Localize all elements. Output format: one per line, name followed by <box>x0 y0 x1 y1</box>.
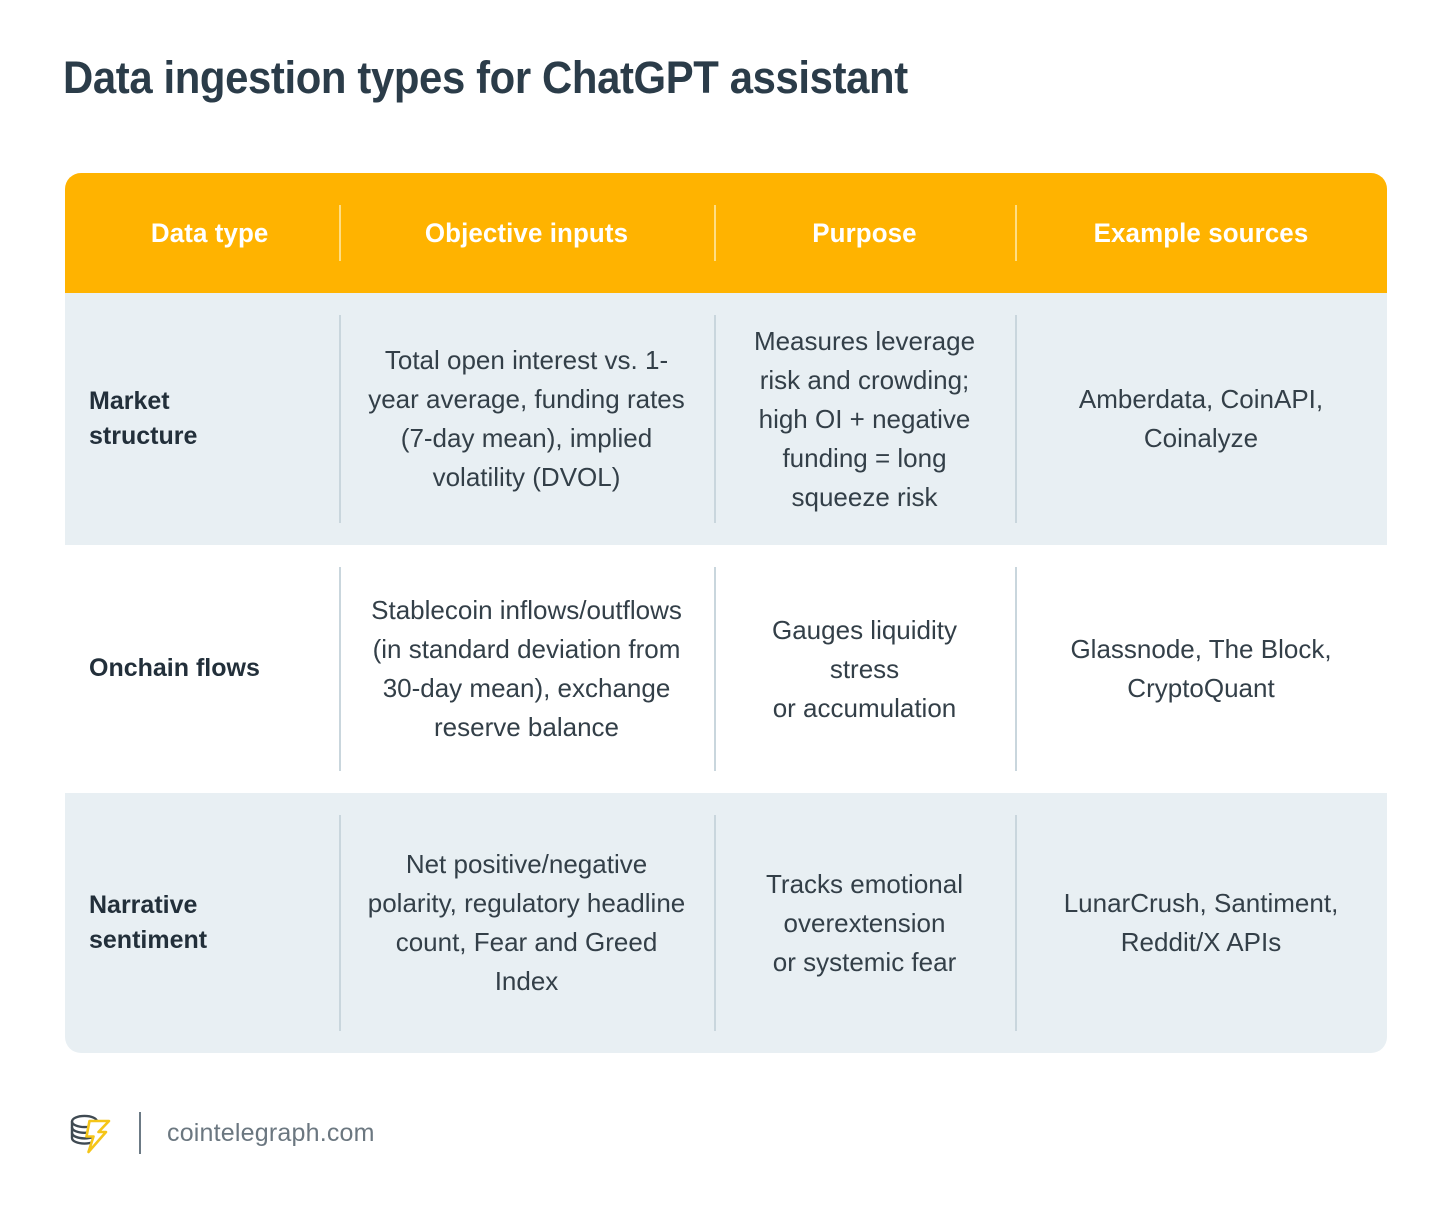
header-column-divider-3 <box>1015 205 1017 261</box>
header-column-divider-2 <box>714 205 716 261</box>
header-column-divider-1 <box>339 205 341 261</box>
column-header-purpose: Purpose <box>812 217 917 248</box>
cell-purpose: Measures leverage risk and crowding; hig… <box>753 325 976 512</box>
row-column-divider-2 <box>714 567 716 771</box>
footer-site-url: cointelegraph.com <box>167 1118 375 1147</box>
cell-example-sources: LunarCrush, Santiment, Reddit/X APIs <box>1063 888 1339 957</box>
cell-example-sources: Amberdata, CoinAPI, Coinalyze <box>1078 384 1324 453</box>
row-column-divider-3 <box>1015 567 1017 771</box>
table-row: Onchain flows Stablecoin inflows/outflow… <box>65 545 1387 793</box>
column-header-data-type: Data type <box>150 217 269 248</box>
cell-objective-inputs: Net positive/negative polarity, regulato… <box>367 849 686 996</box>
row-column-divider-1 <box>339 567 341 771</box>
row-column-divider-3 <box>1015 315 1017 523</box>
footer: cointelegraph.com <box>63 1103 375 1163</box>
cell-objective-inputs: Total open interest vs. 1-year average, … <box>368 345 685 492</box>
row-column-divider-1 <box>339 315 341 523</box>
footer-divider <box>139 1112 141 1154</box>
row-column-divider-3 <box>1015 815 1017 1031</box>
row-column-divider-2 <box>714 315 716 523</box>
cell-example-sources: Glassnode, The Block, CryptoQuant <box>1070 634 1332 703</box>
cell-objective-inputs: Stablecoin inflows/outflows (in standard… <box>371 595 682 742</box>
page-title: Data ingestion types for ChatGPT assista… <box>63 52 908 103</box>
data-ingestion-table: Data type Objective inputs Purpose Examp… <box>65 173 1387 1053</box>
row-column-divider-1 <box>339 815 341 1031</box>
table-header-row: Data type Objective inputs Purpose Examp… <box>65 173 1387 293</box>
column-header-example-sources: Example sources <box>1093 217 1309 248</box>
row-column-divider-2 <box>714 815 716 1031</box>
cell-data-type: Onchain flows <box>89 654 260 683</box>
cointelegraph-coin-bolt-logo <box>63 1107 115 1159</box>
column-header-objective-inputs: Objective inputs <box>424 217 629 248</box>
